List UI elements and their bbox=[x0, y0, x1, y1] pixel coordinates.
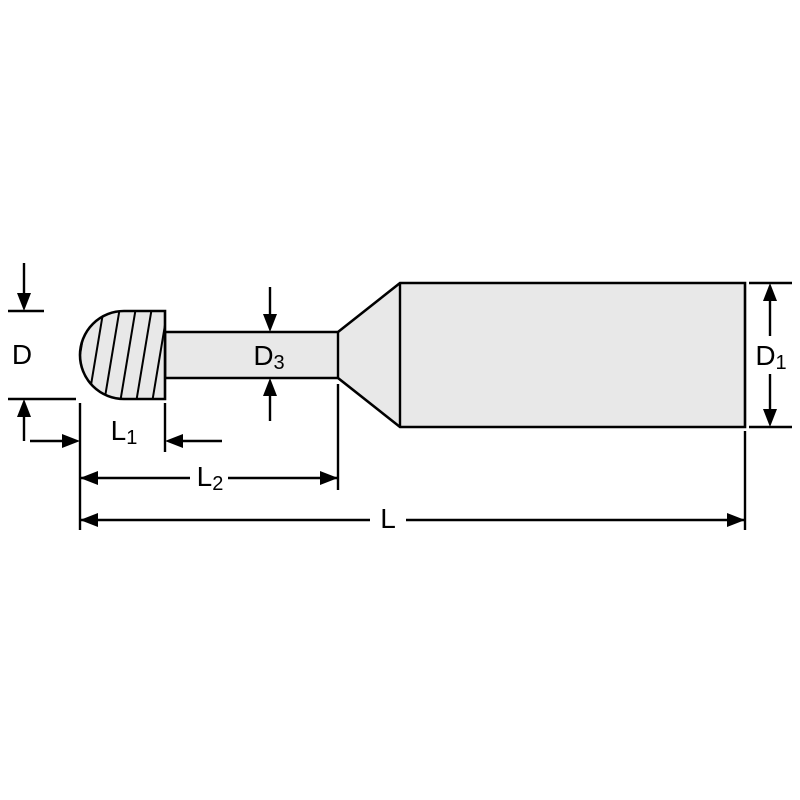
dimension-d1 bbox=[749, 281, 792, 429]
label-d1-main: D bbox=[755, 340, 776, 371]
label-d-main: D bbox=[11, 339, 33, 370]
tool-body bbox=[56, 281, 747, 429]
label-d3-sub: 3 bbox=[273, 352, 285, 374]
l2-left-arrowhead bbox=[80, 471, 98, 485]
d1-up-arrowhead bbox=[763, 283, 777, 301]
d3-down-arrowhead bbox=[263, 314, 277, 332]
label-l2-main: L bbox=[196, 461, 213, 492]
d-down-arrowhead bbox=[17, 293, 31, 311]
label-d3-main: D bbox=[253, 340, 274, 371]
l-left-arrowhead bbox=[80, 513, 98, 527]
shank-neck-outline bbox=[163, 281, 747, 429]
label-l2-sub: 2 bbox=[212, 473, 224, 495]
label-l1-main: L bbox=[110, 415, 127, 446]
d1-down-arrowhead bbox=[763, 409, 777, 427]
l1-right-pointing-arrowhead bbox=[62, 434, 80, 448]
dimension-d3 bbox=[263, 287, 277, 421]
l-right-arrowhead bbox=[727, 513, 745, 527]
flute-hatch-line bbox=[56, 307, 72, 403]
flute-hatch-line bbox=[119, 311, 137, 399]
l2-right-arrowhead bbox=[320, 471, 338, 485]
dimension-l bbox=[78, 403, 747, 530]
label-l-main: L bbox=[380, 503, 396, 534]
dimension-label-l: L bbox=[380, 505, 396, 533]
flute-hatch-line bbox=[151, 311, 165, 399]
dimension-l1 bbox=[30, 403, 222, 452]
dimension-label-d: D bbox=[12, 341, 32, 369]
dimension-l2 bbox=[80, 384, 340, 490]
flute-hatch-line bbox=[103, 311, 121, 399]
label-l1-sub: 1 bbox=[126, 427, 138, 449]
d3-up-arrowhead bbox=[263, 378, 277, 396]
l1-left-pointing-arrowhead bbox=[165, 434, 183, 448]
dimension-d bbox=[8, 263, 76, 441]
label-d1-sub: 1 bbox=[775, 352, 787, 374]
d-up-arrowhead bbox=[17, 399, 31, 417]
flute-hatch-line bbox=[135, 311, 153, 399]
